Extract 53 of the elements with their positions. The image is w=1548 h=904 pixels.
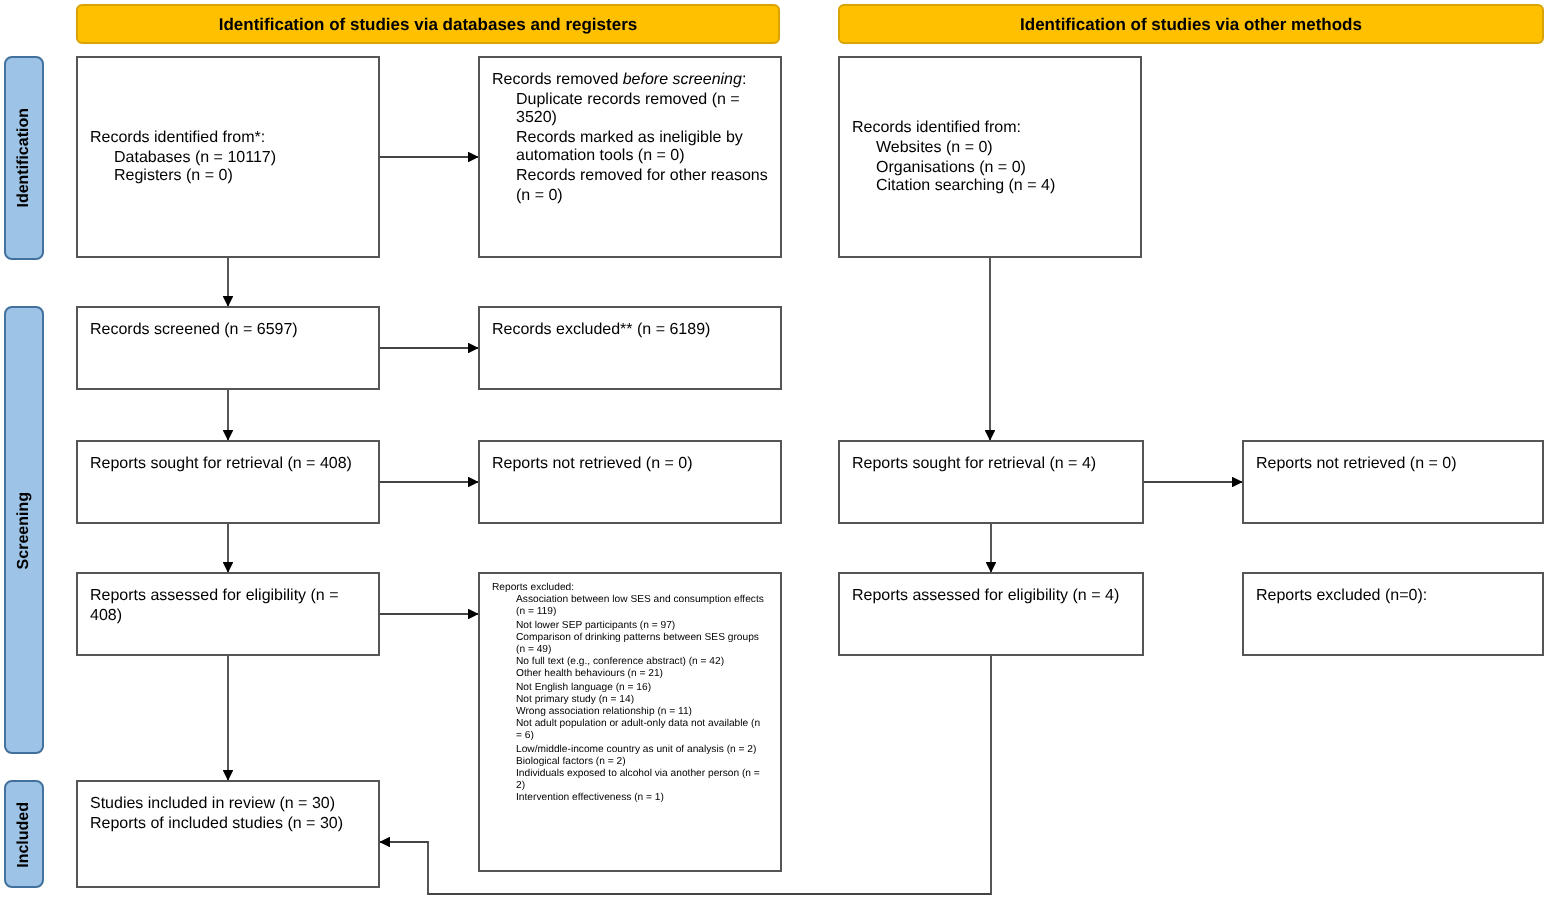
- arrow: [379, 655, 992, 895]
- box-text: Records identified from*:: [90, 128, 268, 148]
- box-text: Reports of included studies (n = 30): [90, 813, 346, 833]
- arrow: [222, 389, 234, 441]
- box-text: Citation searching (n = 4): [874, 176, 1058, 196]
- section-header-bar: Identification of studies via other methods: [838, 4, 1544, 44]
- box-text: Records removed for other reasons (n = 0): [514, 165, 768, 205]
- box-text: Reports not retrieved (n = 0): [492, 454, 695, 474]
- box-text: Studies included in review (n = 30): [90, 794, 338, 814]
- box-text: Records excluded** (n = 6189): [492, 320, 713, 340]
- arrow: [379, 151, 479, 163]
- box-text: Reports not retrieved (n = 0): [1256, 454, 1459, 474]
- box-text: Records removed before screening:: [492, 70, 749, 90]
- phase-label-bar: Identification: [4, 56, 44, 260]
- process-box: [76, 780, 380, 888]
- arrow: [222, 523, 234, 573]
- process-box: [76, 56, 380, 258]
- process-box: [478, 56, 782, 258]
- phase-label-bar: Screening: [4, 306, 44, 754]
- arrow: [379, 342, 479, 354]
- box-text: Organisations (n = 0): [874, 157, 1028, 177]
- box-text: Websites (n = 0): [874, 137, 995, 157]
- process-box: [1242, 440, 1544, 524]
- arrow: [379, 476, 479, 488]
- process-box: [838, 572, 1144, 656]
- phase-label-bar: Included: [4, 780, 44, 888]
- arrow: [222, 655, 234, 781]
- box-text: Records marked as ineligible by automation tools (n = 0): [514, 127, 745, 166]
- box-text: Reports sought for retrieval (n = 408): [90, 454, 354, 474]
- arrow: [222, 257, 234, 307]
- section-header-bar: Identification of studies via databases and registers: [76, 4, 780, 44]
- process-box: [838, 440, 1144, 524]
- process-box: [76, 572, 380, 656]
- box-text: Records identified from:: [852, 118, 1023, 138]
- process-box: [838, 56, 1142, 258]
- process-box: [478, 306, 782, 390]
- arrow: [985, 523, 997, 573]
- arrow: [1143, 476, 1243, 488]
- box-text: Reports assessed for eligibility (n = 408): [90, 586, 341, 625]
- arrow: [379, 608, 479, 620]
- box-text: Registers (n = 0): [112, 166, 235, 186]
- box-text: Records screened (n = 6597): [90, 320, 300, 340]
- arrow: [984, 257, 996, 441]
- process-box: [1242, 572, 1544, 656]
- process-box: [478, 572, 782, 872]
- process-box: [76, 306, 380, 390]
- process-box: [478, 440, 782, 524]
- process-box: [76, 440, 380, 524]
- box-text: Reports excluded (n=0):: [1256, 586, 1430, 606]
- box-text: Reports assessed for eligibility (n = 4): [852, 586, 1122, 606]
- box-text: Duplicate records removed (n = 3520): [514, 89, 742, 128]
- box-text: Databases (n = 10117): [112, 147, 279, 167]
- box-text: Reports sought for retrieval (n = 4): [852, 454, 1099, 474]
